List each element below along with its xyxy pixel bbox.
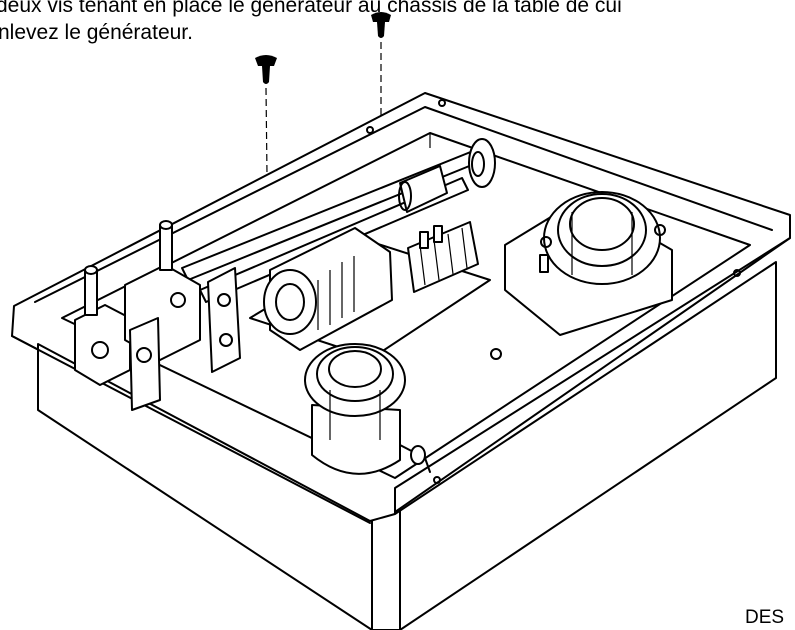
screw-right (371, 12, 391, 238)
generator-assembly (74, 138, 673, 475)
figure-caption: DES (745, 607, 785, 628)
instruction-line-1: deux vis tenant en place le générateur a… (0, 0, 622, 17)
instruction-line-2: nlevez le générateur. (0, 21, 193, 44)
instruction-text: deux vis tenant en place le générateur a… (0, 0, 795, 52)
